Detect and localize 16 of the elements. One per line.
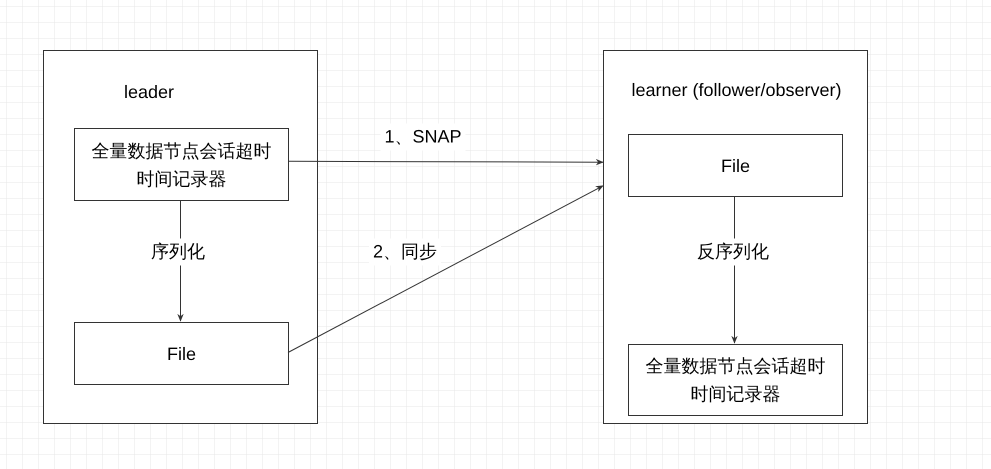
box-label: 全量数据节点会话超时时间记录器	[644, 355, 826, 406]
process-box	[628, 134, 843, 197]
edge-label: 1、SNAP	[380, 124, 466, 150]
group-box	[43, 50, 318, 424]
arrow	[288, 158, 604, 166]
group-title: leader	[122, 81, 176, 104]
process-box	[74, 322, 289, 385]
process-box	[74, 128, 289, 201]
arrow	[288, 185, 604, 353]
group-title: learner (follower/observer)	[630, 79, 843, 102]
box-label: File	[720, 154, 750, 178]
box-label: File	[166, 342, 196, 366]
process-box	[628, 344, 843, 416]
edge-label: 2、同步	[369, 238, 441, 266]
box-label: 全量数据节点会话超时时间记录器	[90, 140, 272, 190]
group-box	[603, 50, 868, 424]
